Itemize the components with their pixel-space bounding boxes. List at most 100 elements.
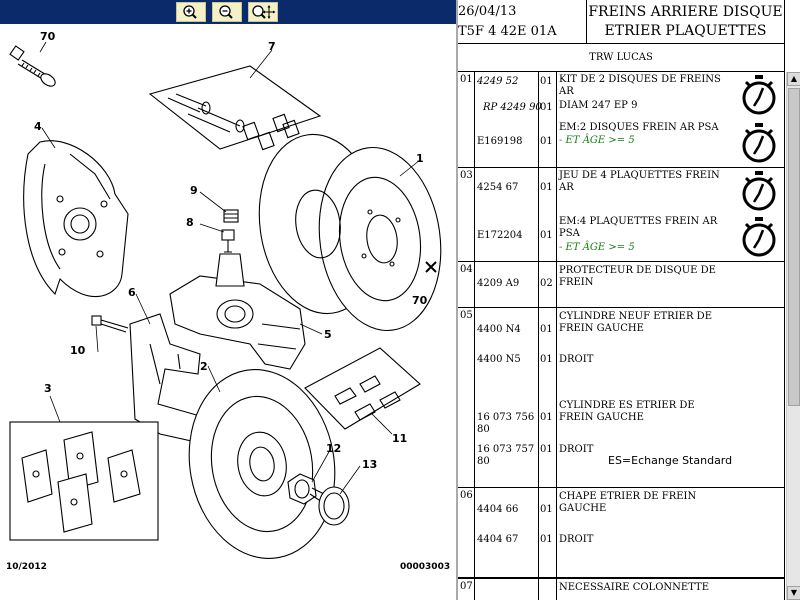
part-qty: 01 — [540, 534, 553, 545]
callout-3: 3 — [44, 382, 52, 395]
hub-cap-icon — [318, 486, 350, 526]
callout-2: 2 — [200, 360, 208, 373]
part-qty: 01 — [540, 102, 553, 113]
labor-time-icon[interactable] — [740, 122, 778, 164]
part-desc: DIAM 247 EP 9 — [559, 100, 638, 111]
section-number: 03 — [460, 170, 473, 181]
part-qty: 01 — [540, 504, 553, 515]
zoom-out-button[interactable] — [212, 2, 242, 22]
brake-disc-1-icon — [258, 133, 442, 332]
brake-pads-icon — [9, 421, 159, 541]
part-ref[interactable]: 16 073 756 80 — [477, 412, 535, 435]
zoom-in-button[interactable] — [176, 2, 206, 22]
labor-time-icon[interactable] — [740, 74, 778, 116]
parts-header: 26/04/13 T5F 4 42E 01A FREINS ARRIERE DI… — [458, 0, 784, 44]
section-number: 07 — [460, 581, 473, 592]
section-number: 05 — [460, 310, 473, 321]
part-desc: NECESSAIRE COLONNETTE — [559, 582, 710, 593]
cross-mark-icon — [425, 261, 437, 273]
part-note: - ET ÂGE >= 5 — [559, 242, 635, 253]
section-01[interactable]: 01 4249 52 01 KIT DE 2 DISQUES DE FREINS… — [458, 72, 784, 168]
callout-12: 12 — [326, 442, 341, 455]
part-ref[interactable]: 4249 52 — [477, 76, 519, 87]
part-qty: 02 — [540, 278, 553, 289]
callout-11: 11 — [392, 432, 407, 445]
section-number: 04 — [460, 264, 473, 275]
brake-disc-2-icon — [188, 369, 336, 559]
part-desc: CYLINDRE NEUF ETRIER DE FREIN GAUCHE — [559, 311, 712, 334]
part-desc: DROIT — [559, 534, 594, 545]
scroll-thumb[interactable] — [788, 88, 800, 406]
part-ref[interactable]: 4400 N5 — [477, 354, 521, 365]
part-desc: DROIT — [559, 354, 594, 365]
shims-icon — [304, 347, 421, 430]
section-07[interactable]: 07 NECESSAIRE COLONNETTE — [458, 578, 784, 600]
title-line-2: ETRIER PLAQUETTES — [604, 23, 767, 39]
section-number: 01 — [460, 74, 473, 85]
pin-kit-icon — [148, 65, 322, 151]
bolt-10-icon — [91, 315, 129, 333]
part-ref[interactable]: 4254 67 — [477, 182, 519, 193]
zoom-pan-icon — [252, 5, 276, 19]
section-number: 06 — [460, 490, 473, 501]
part-desc: DROIT — [559, 444, 594, 455]
part-qty: 01 — [540, 412, 553, 423]
vertical-scrollbar[interactable]: ▲ ▼ — [786, 72, 800, 600]
header-code: T5F 4 42E 01A — [458, 24, 557, 39]
part-qty: 01 — [540, 444, 553, 455]
part-qty: 01 — [540, 354, 553, 365]
labor-time-icon[interactable] — [740, 216, 778, 258]
leader-lines — [39, 41, 421, 495]
bleed-screw-icon — [221, 209, 239, 253]
callout-70-right: 70 — [412, 294, 428, 307]
part-desc: CHAPE ETRIER DE FREIN GAUCHE — [559, 491, 697, 514]
part-qty: 01 — [540, 136, 553, 147]
zoom-pan-button[interactable] — [248, 2, 278, 22]
brand-label: TRW LUCAS — [458, 44, 784, 72]
part-ref[interactable]: 4404 66 — [477, 504, 519, 515]
callout-6: 6 — [128, 286, 136, 299]
section-05[interactable]: 05 4400 N4 01 CYLINDRE NEUF ETRIER DE FR… — [458, 308, 784, 488]
part-qty: 01 — [540, 230, 553, 241]
part-desc: JEU DE 4 PLAQUETTES FREIN AR — [559, 170, 720, 193]
exploded-view-pane: 70 7 4 1 9 8 6 5 10 70 2 3 12 13 11 10/2… — [0, 0, 456, 572]
zoom-in-icon — [183, 5, 197, 19]
callout-13: 13 — [362, 458, 377, 471]
scroll-up-button[interactable]: ▲ — [787, 72, 800, 86]
hub-nut-icon — [287, 473, 325, 505]
title-line-1: FREINS ARRIERE DISQUE — [588, 4, 783, 20]
part-ref[interactable]: 4404 67 — [477, 534, 519, 545]
screw-70-icon — [9, 45, 56, 87]
callout-1: 1 — [416, 152, 424, 165]
part-qty: 01 — [540, 76, 553, 87]
part-ref[interactable]: 4209 A9 — [477, 278, 520, 289]
part-desc: KIT DE 2 DISQUES DE FREINS AR — [559, 74, 721, 97]
part-ref[interactable]: 16 073 757 80 — [477, 444, 535, 467]
part-ref[interactable]: RP 4249 90 — [483, 102, 542, 113]
part-ref[interactable]: E172204 — [477, 230, 523, 241]
parts-list-pane: 26/04/13 T5F 4 42E 01A FREINS ARRIERE DI… — [458, 0, 800, 600]
zoom-out-icon — [219, 5, 233, 19]
part-ref[interactable]: 4400 N4 — [477, 324, 521, 335]
section-03[interactable]: 03 4254 67 01 JEU DE 4 PLAQUETTES FREIN … — [458, 168, 784, 262]
section-04[interactable]: 04 4209 A9 02 PROTECTEUR DE DISQUE DE FR… — [458, 262, 784, 308]
diagram-ref: 00003003 — [400, 562, 451, 572]
part-ref[interactable]: E169198 — [477, 136, 523, 147]
page-title: FREINS ARRIERE DISQUE ETRIER PLAQUETTES — [586, 0, 784, 44]
callout-9: 9 — [190, 184, 198, 197]
part-desc: EM:4 PLAQUETTES FREIN AR PSA — [559, 216, 718, 239]
callout-7: 7 — [268, 40, 276, 53]
labor-time-icon[interactable] — [740, 170, 778, 212]
part-qty: 01 — [540, 182, 553, 193]
callout-8: 8 — [186, 216, 194, 229]
scroll-down-button[interactable]: ▼ — [787, 586, 800, 600]
caliper-icon — [169, 253, 306, 370]
exchange-standard-note: ES=Echange Standard — [608, 454, 733, 467]
callout-numbers: 70 7 4 1 9 8 6 5 10 70 2 3 12 13 11 — [34, 30, 428, 471]
section-06[interactable]: 06 4404 66 01 CHAPE ETRIER DE FREIN GAUC… — [458, 488, 784, 578]
callout-70-top: 70 — [40, 30, 56, 43]
brake-exploded-diagram: 70 7 4 1 9 8 6 5 10 70 2 3 12 13 11 — [9, 30, 442, 559]
zoom-toolbar — [0, 0, 456, 24]
pane-divider[interactable] — [456, 0, 458, 600]
part-desc: PROTECTEUR DE DISQUE DE FREIN — [559, 265, 716, 288]
